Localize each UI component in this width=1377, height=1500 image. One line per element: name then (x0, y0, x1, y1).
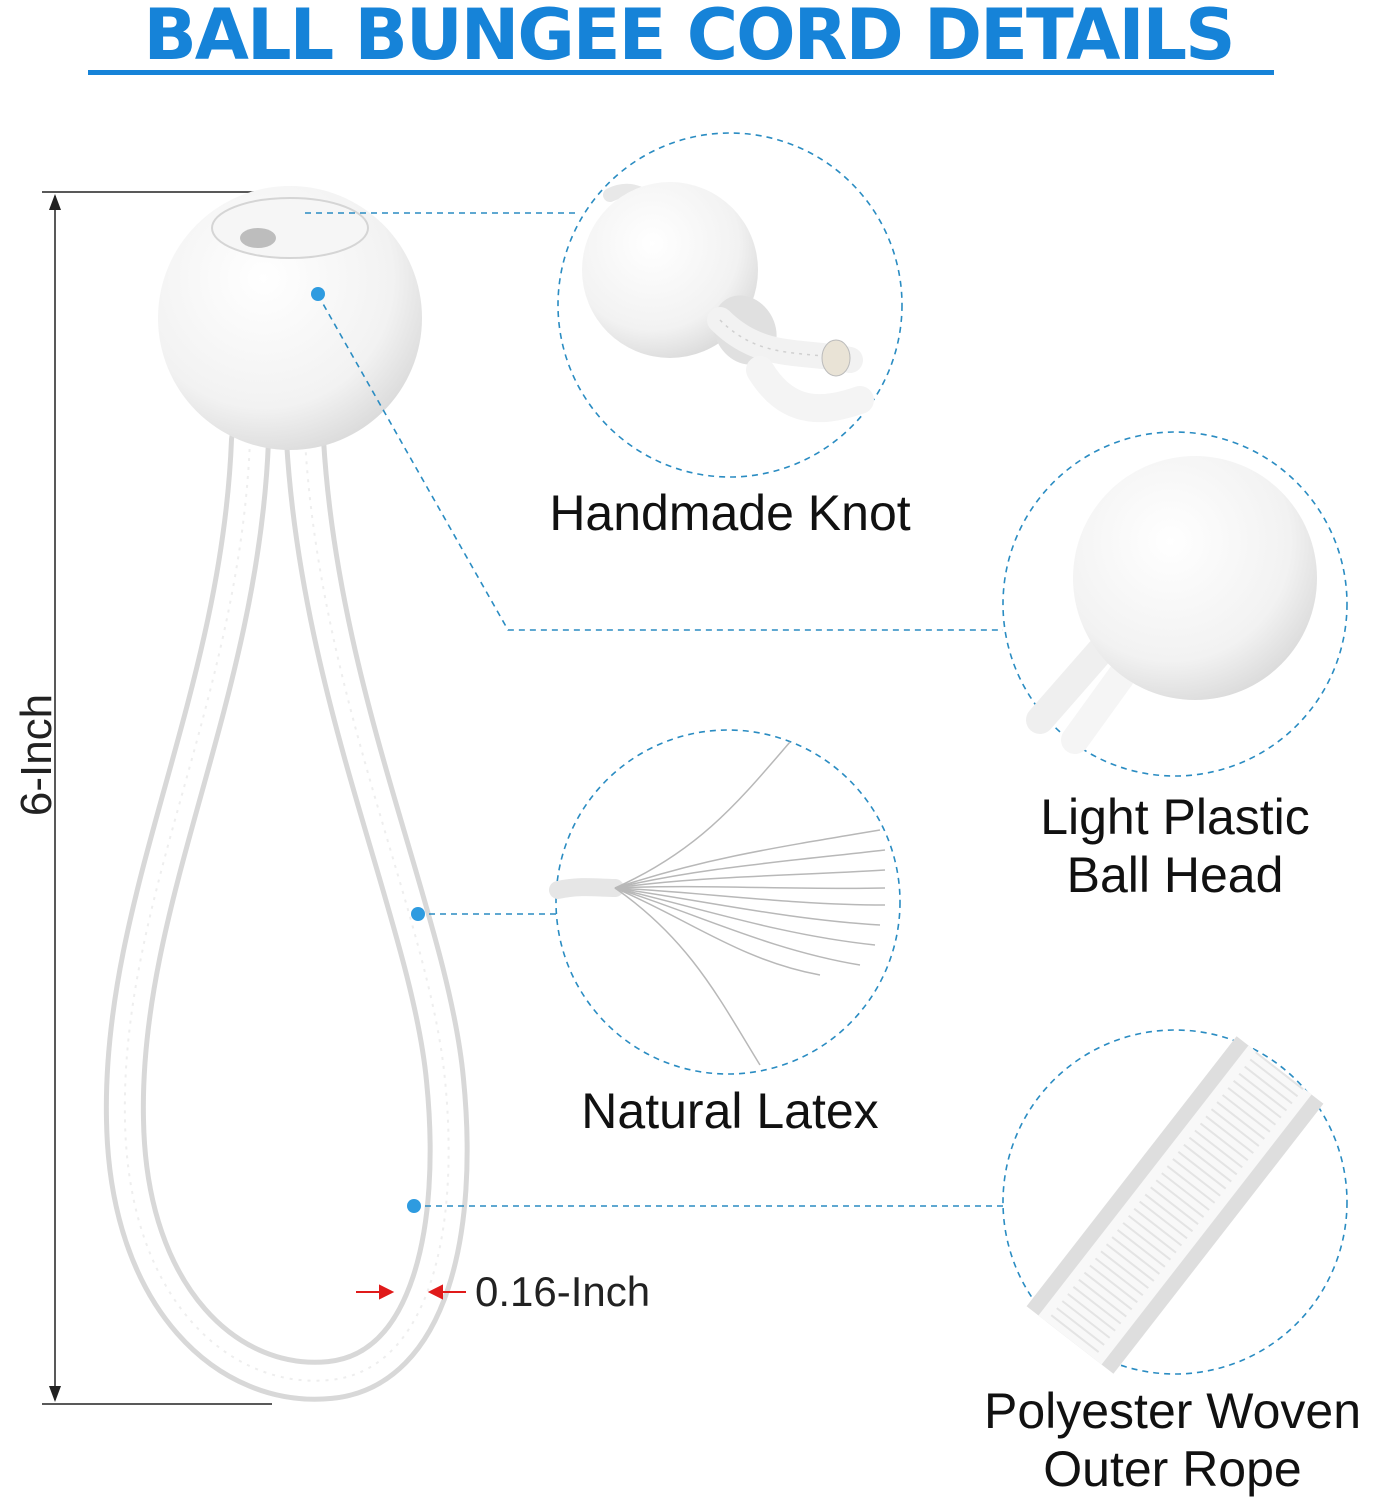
label-handmade-knot: Handmade Knot (549, 485, 911, 541)
main-ball-head (158, 186, 422, 450)
height-dimension (42, 191, 272, 1405)
label-outer-rope: Polyester Woven Outer Rope (968, 1382, 1377, 1498)
thickness-label: 0.16-Inch (475, 1268, 651, 1315)
label-outer-rope-line1: Polyester Woven (983, 1383, 1362, 1439)
title-underline (88, 70, 1274, 75)
dot-rope (407, 1199, 421, 1213)
leader-lines (305, 212, 1003, 1207)
label-outer-rope-line2: Outer Rope (1043, 1441, 1302, 1497)
label-ball-head: Light Plastic Ball Head (985, 788, 1365, 904)
detail-circle-knot (557, 132, 903, 478)
detail-circle-latex (549, 729, 901, 1075)
length-label: 6-Inch (12, 693, 61, 817)
detail-circle-ball-head (1002, 431, 1348, 777)
label-natural-latex: Natural Latex (581, 1083, 879, 1139)
label-ball-head-line1: Light Plastic (1040, 789, 1310, 845)
bungee-cord (103, 419, 470, 1402)
dot-latex (411, 907, 425, 921)
callout-dots (311, 287, 425, 1213)
dot-ball (311, 287, 325, 301)
thickness-arrows (356, 1284, 466, 1300)
label-ball-head-line2: Ball Head (1066, 847, 1284, 903)
detail-circle-rope (1002, 1029, 1348, 1375)
page-title: BALL BUNGEE CORD DETAILS (143, 0, 1235, 76)
leader-ball-head (317, 294, 1003, 631)
